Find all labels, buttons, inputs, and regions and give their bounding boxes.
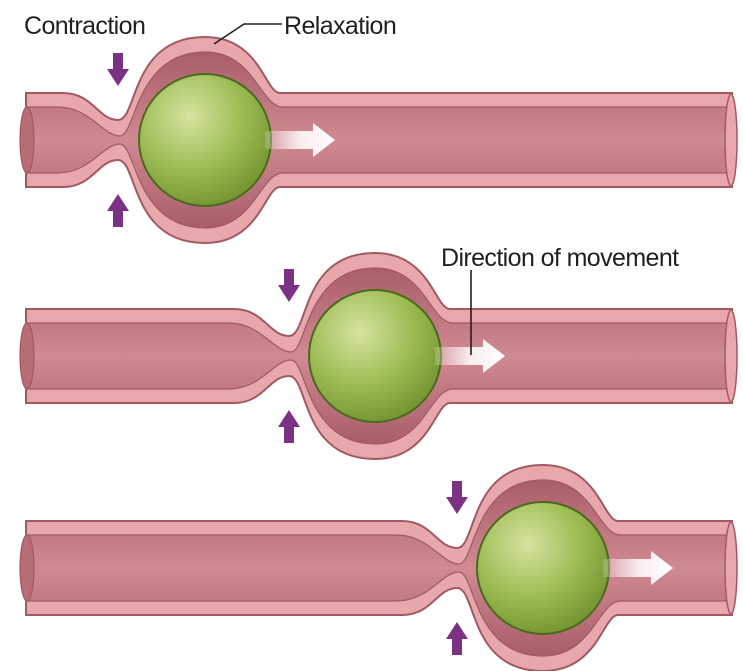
tube-end <box>725 310 737 402</box>
contraction-down-arrow-icon <box>446 481 468 514</box>
contraction-up-arrow-icon <box>278 410 300 443</box>
bolus-sphere-icon <box>309 290 441 422</box>
contraction-up-arrow-icon <box>107 194 129 227</box>
bolus-sphere-icon <box>477 502 609 634</box>
tube-open-end <box>20 107 34 173</box>
contraction-down-arrow-icon <box>278 269 300 302</box>
tube-end <box>725 94 737 186</box>
peristalsis-stage-2 <box>20 253 737 459</box>
contraction-down-arrow-icon <box>107 53 129 86</box>
peristalsis-stage-3 <box>20 465 737 671</box>
peristalsis-stage-1 <box>20 37 737 243</box>
bolus-sphere-icon <box>139 74 271 206</box>
relaxation-label: Relaxation <box>284 14 396 39</box>
contraction-label: Contraction <box>24 14 145 39</box>
tube-end <box>725 522 737 614</box>
tube-open-end <box>20 323 34 389</box>
direction-of-movement-label: Direction of movement <box>441 246 679 271</box>
tube-open-end <box>20 535 34 601</box>
tube-lumen <box>26 52 731 228</box>
contraction-up-arrow-icon <box>446 622 468 655</box>
